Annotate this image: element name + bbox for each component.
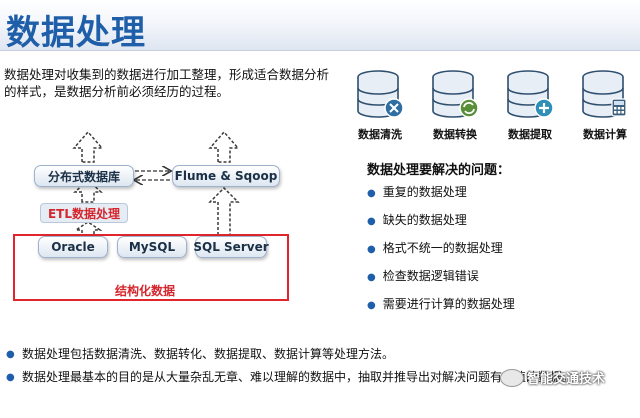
operation-calculate: 数据计算: [565, 68, 640, 142]
list-item: ● 需要进行计算的数据处理: [367, 296, 515, 324]
operation-convert: 数据转换: [415, 68, 495, 142]
list-item: ● 检查数据逻辑错误: [367, 268, 515, 296]
operation-label: 数据转换: [433, 128, 477, 141]
up-arrow-middle: [73, 178, 103, 203]
note-text: 数据处理包括数据清洗、数据转化、数据提取、数据计算等处理方法。: [22, 347, 395, 361]
distributed-db-node: 分布式数据库: [34, 165, 134, 187]
sync-arrows: [135, 171, 170, 180]
operation-label: 数据清洗: [358, 128, 402, 141]
mysql-node: MySQL: [117, 236, 187, 258]
database-clean-icon: [357, 70, 404, 118]
problems-title: 数据处理要解决的问题：: [367, 163, 511, 178]
problem-text: 缺失的数据处理: [382, 213, 467, 227]
title-bar: 数据处理: [0, 0, 640, 53]
oracle-node: Oracle: [38, 236, 108, 258]
bullet-icon: ●: [367, 244, 376, 255]
note-text: 数据处理最基本的目的是从大量杂乱无章、难以理解的数据中，抽取并推导出对解决问题有…: [22, 370, 575, 384]
problem-text: 需要进行计算的数据处理: [382, 297, 515, 311]
list-item: ● 数据处理最基本的目的是从大量杂乱无章、难以理解的数据中，抽取并推导出对解决问题…: [6, 369, 634, 386]
bullet-icon: ●: [6, 372, 15, 383]
list-item: ● 重复的数据处理: [367, 184, 515, 212]
problem-text: 检查数据逻辑错误: [382, 269, 479, 283]
up-arrow-flume-bottom: [208, 186, 240, 236]
operation-extract: 数据提取: [490, 68, 570, 142]
watermark: 智能交通技术: [500, 368, 605, 387]
operation-label: 数据提取: [508, 128, 552, 141]
summary-notes: ● 数据处理包括数据清洗、数据转化、数据提取、数据计算等处理方法。 ● 数据处理最基…: [6, 346, 634, 392]
problem-text: 格式不统一的数据处理: [382, 241, 503, 255]
up-arrow-flume-top: [208, 130, 240, 163]
page-title: 数据处理: [6, 13, 146, 53]
bullet-icon: ●: [367, 300, 376, 311]
bullet-icon: ●: [367, 272, 376, 283]
data-flow-diagram: 分布式数据库 Flume & Sqoop ETL数据处理 Oracle MySQ…: [0, 110, 330, 310]
bullet-icon: ●: [367, 188, 376, 199]
database-calculate-icon: [582, 70, 627, 118]
up-arrow-top: [72, 130, 104, 163]
sqlserver-node: SQL Server: [193, 236, 269, 258]
problem-text: 重复的数据处理: [382, 185, 467, 199]
list-item: ● 缺失的数据处理: [367, 212, 515, 240]
list-item: ● 数据处理包括数据清洗、数据转化、数据提取、数据计算等处理方法。: [6, 346, 634, 363]
bullet-icon: ●: [6, 349, 15, 360]
database-convert-icon: [432, 70, 479, 118]
bullet-icon: ●: [367, 216, 376, 227]
structured-data-label: 结构化数据: [115, 284, 176, 298]
database-extract-icon: [507, 70, 554, 118]
operation-clean: 数据清洗: [340, 68, 420, 142]
intro-text: 数据处理对收集到的数据进行加工整理，形成适合数据分析的样式，是数据分析前必须经历…: [4, 67, 330, 99]
problems-list: ●重复的数据处理 ●缺失的数据处理 ●格式不统一的数据处理 ●检查数据逻辑错误 …: [367, 184, 515, 324]
operation-label: 数据计算: [583, 128, 627, 141]
structured-data-box: [13, 234, 289, 301]
wechat-logo-icon: [500, 368, 524, 387]
etl-process-label: ETL数据处理: [40, 203, 128, 223]
flume-sqoop-node: Flume & Sqoop: [172, 165, 280, 187]
list-item: ● 格式不统一的数据处理: [367, 240, 515, 268]
watermark-text: 智能交通技术: [527, 372, 606, 387]
